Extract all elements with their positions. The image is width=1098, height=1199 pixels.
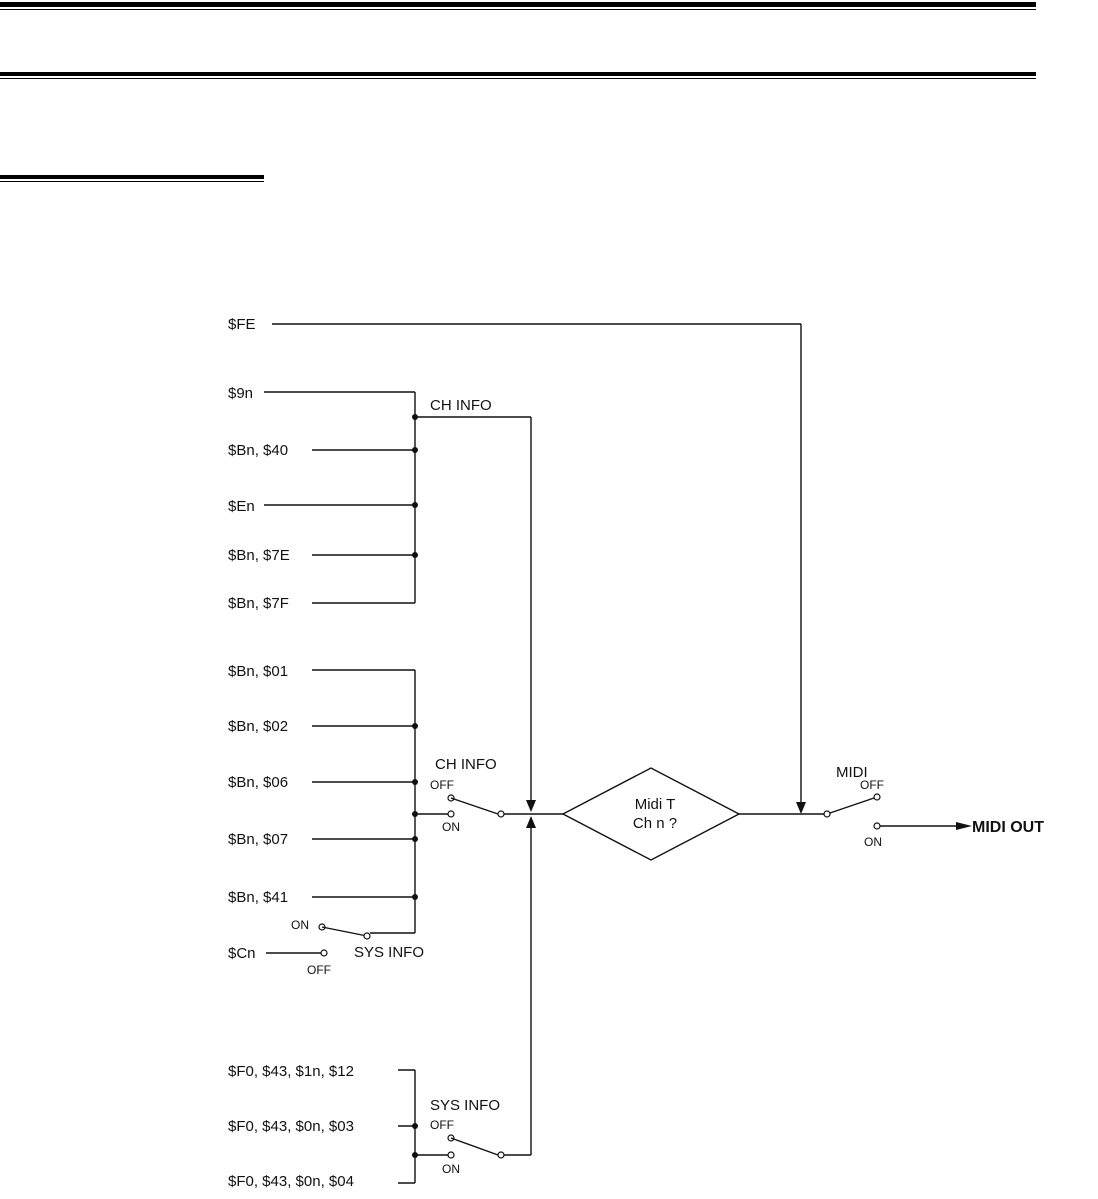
group2-item-2-label: $Bn, $02 bbox=[228, 718, 288, 735]
sys-info-switch-on-contact bbox=[447, 1151, 455, 1159]
sys-switch-label: SYS INFO bbox=[354, 944, 424, 961]
input-fe-label: $FE bbox=[228, 316, 256, 333]
ch-switch-common-contact bbox=[497, 810, 505, 818]
group1-arrowhead-down bbox=[526, 800, 536, 812]
group2-item-5-label: $Bn, $41 bbox=[228, 889, 288, 906]
sys-switch-on-label: ON bbox=[291, 918, 309, 932]
header-rule-top-thin bbox=[0, 9, 1036, 10]
group2-item-1-label: $Bn, $01 bbox=[228, 663, 288, 680]
sys-switch-lever bbox=[321, 926, 368, 937]
sys-switch-off-label: OFF bbox=[307, 963, 331, 977]
group2-item-3-label: $Bn, $06 bbox=[228, 774, 288, 791]
header-rule-second-thick bbox=[0, 72, 1036, 76]
midi-switch-on-contact bbox=[873, 822, 881, 830]
midi-switch-off-contact bbox=[873, 793, 881, 801]
group2-junction-2 bbox=[412, 779, 418, 785]
group2-junction-1 bbox=[412, 723, 418, 729]
group2-item-4-label: $Bn, $07 bbox=[228, 831, 288, 848]
ch-switch-on-contact bbox=[447, 810, 455, 818]
group1-junction-2 bbox=[412, 447, 418, 453]
sys-info-switch-lever bbox=[450, 1137, 499, 1156]
group1-item-5-label: $Bn, $7F bbox=[228, 595, 289, 612]
midi-switch-lever bbox=[829, 797, 875, 814]
section-rule-thin bbox=[0, 181, 264, 182]
midi-switch-common-contact bbox=[823, 810, 831, 818]
sys-info-switch-on-label: ON bbox=[442, 1162, 460, 1176]
ch-switch-on-label: ON bbox=[442, 820, 460, 834]
midi-out-label: MIDI OUT bbox=[972, 819, 1044, 836]
ch-switch-label: CH INFO bbox=[435, 756, 497, 773]
group3-junction-1 bbox=[412, 1123, 418, 1129]
group1-junction-3 bbox=[412, 502, 418, 508]
sys-info-arrowhead-up bbox=[526, 816, 536, 828]
ch-switch-lever bbox=[450, 797, 499, 815]
group1-ch-info-label: CH INFO bbox=[430, 397, 492, 414]
decision-diamond bbox=[561, 767, 741, 861]
midi-out-arrowhead bbox=[956, 822, 972, 830]
group3-item-2-label: $F0, $43, $0n, $03 bbox=[228, 1118, 354, 1135]
sys-info-switch-label: SYS INFO bbox=[430, 1097, 500, 1114]
midi-switch-on-label: ON bbox=[864, 835, 882, 849]
group2-junction-4 bbox=[412, 836, 418, 842]
group1-item-4-label: $Bn, $7E bbox=[228, 547, 290, 564]
fe-arrowhead bbox=[796, 802, 806, 814]
group1-junction-4 bbox=[412, 552, 418, 558]
group3-item-3-label: $F0, $43, $0n, $04 bbox=[228, 1173, 354, 1190]
midi-switch-off-label: OFF bbox=[860, 778, 884, 792]
sys-switch-off-contact bbox=[320, 949, 328, 957]
group3-item-1-label: $F0, $43, $1n, $12 bbox=[228, 1063, 354, 1080]
sys-info-switch-off-label: OFF bbox=[430, 1118, 454, 1132]
header-rule-top-thick bbox=[0, 2, 1036, 7]
sys-switch-common-contact bbox=[363, 932, 371, 940]
sys-switch-input-label: $Cn bbox=[228, 945, 256, 962]
midi-switch-label: MIDI bbox=[836, 764, 868, 781]
group1-item-3-label: $En bbox=[228, 498, 255, 515]
decision-line-2: Ch n ? bbox=[633, 815, 677, 832]
group1-item-2-label: $Bn, $40 bbox=[228, 442, 288, 459]
ch-switch-off-label: OFF bbox=[430, 778, 454, 792]
sys-info-switch-common-contact bbox=[497, 1151, 505, 1159]
group2-junction-5 bbox=[412, 894, 418, 900]
header-rule-second-thin bbox=[0, 78, 1036, 79]
decision-line-1: Midi T bbox=[635, 796, 676, 813]
group1-item-1-label: $9n bbox=[228, 385, 253, 402]
section-rule-thick bbox=[0, 175, 264, 179]
